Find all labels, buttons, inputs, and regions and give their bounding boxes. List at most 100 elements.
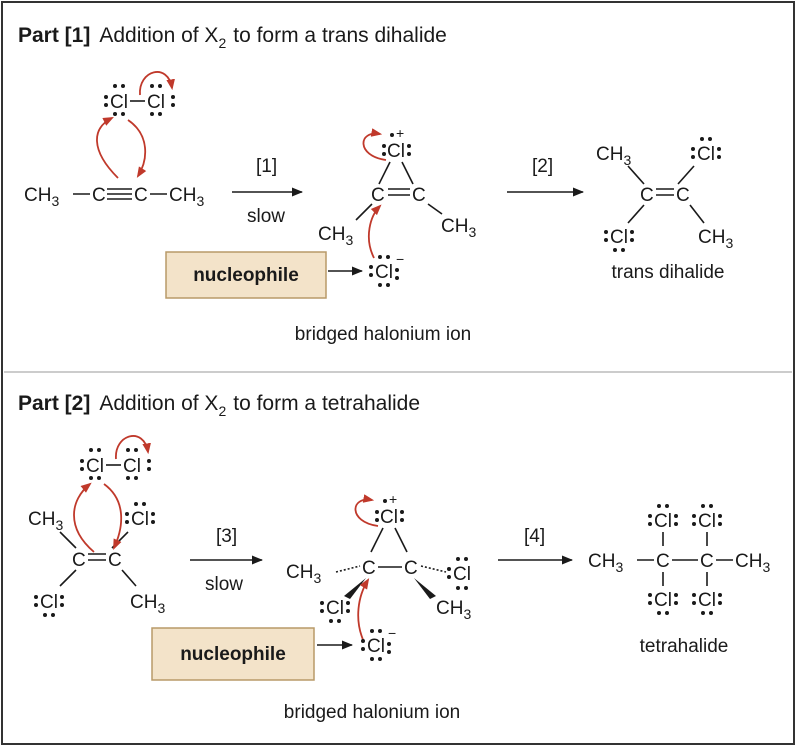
cl-atom-group: Cl [692,590,722,615]
carbon-atom: C [412,185,426,206]
part1-title: Part [1] Addition of X2 to form a trans di… [18,24,447,51]
svg-text:CH3: CH3 [436,598,471,622]
positive-charge: + [389,491,397,507]
methyl-group: CH [286,562,313,583]
methyl-group: CH [169,185,196,206]
cl-atom: Cl [654,590,672,611]
svg-text:CH3: CH3 [130,592,165,616]
carbon-atom: C [700,551,714,572]
part1-nucleophile-box [165,251,327,299]
cl-atom: Cl [697,144,715,165]
cl-atom: Cl [131,509,149,530]
cl-atom-group: Cl [34,592,64,617]
negative-charge: − [388,625,396,641]
curly-arrow [127,119,147,178]
curly-arrow [354,494,379,527]
svg-text:CH3: CH3 [318,224,353,248]
part2-title-number: Part [2] [18,392,90,415]
step1-label: [1] [256,156,277,177]
part1-trans-dihalide: CH3 Cl C C Cl CH3 [596,137,733,252]
cl-atom: Cl [86,456,104,477]
curly-arrow [362,128,387,161]
part1-title-subscript: 2 [218,35,226,51]
methyl-group: CH [698,227,725,248]
part2-dihalide-alkene: CH3 Cl C C Cl CH3 [28,502,165,617]
cl-atom-group: Cl [604,227,634,252]
cl-atom-group: Cl [648,590,678,615]
cl-atom: Cl [147,92,165,113]
part1-title-rest: to form a trans dihalide [233,24,447,47]
svg-text:CH3: CH3 [596,144,631,168]
carbon-atom: C [92,185,106,206]
carbon-atom: C [72,550,86,571]
cl-atom: Cl [453,564,471,585]
curly-arrow [96,117,119,179]
cl-atom: Cl [387,141,405,162]
cl-atom: Cl [654,511,672,532]
positive-charge: + [396,125,404,141]
part1-halonium-ion: Cl + C C CH3 CH3 [318,125,476,248]
curly-arrow [139,71,175,96]
step4-label: [4] [524,526,545,547]
carbon-atom: C [640,185,654,206]
part2-title-text: Addition of X [99,392,218,415]
part1-butyne: CH3 C C CH3 [24,185,204,209]
curly-arrow [73,482,95,553]
step3-label: [3] [216,526,237,547]
part1-title-number: Part [1] [18,24,90,47]
negative-charge: − [396,251,404,267]
cl-atom-group: Cl [692,504,722,532]
part2-halonium-ion: Cl + C C CH3 Cl Cl CH3 [286,491,471,623]
part1-intermediate-label: bridged halonium ion [295,324,471,345]
part2-intermediate-label: bridged halonium ion [284,702,460,723]
part2-nucleophile-box [151,627,315,681]
part2-title-subscript: 2 [218,403,226,419]
svg-text:CH3: CH3 [286,562,321,586]
step2-label: [2] [532,156,553,177]
part1-product-label: trans dihalide [611,262,724,283]
carbon-atom: C [676,185,690,206]
part1-title-text: Addition of X [99,24,218,47]
step3-condition: slow [205,574,243,595]
carbon-atom: C [134,185,148,206]
svg-text:CH3: CH3 [735,551,770,575]
svg-text:CH3: CH3 [24,185,59,209]
cl-atom-group: Cl [691,137,721,165]
cl-atom: Cl [698,511,716,532]
cl-atom: Cl [698,590,716,611]
svg-text:CH3: CH3 [169,185,204,209]
curly-arrow [115,435,151,460]
svg-text:CH3: CH3 [28,509,63,533]
methyl-group: CH [318,224,345,245]
svg-text:CH3: CH3 [441,216,476,240]
svg-text:CH3: CH3 [588,551,623,575]
step1-condition: slow [247,206,285,227]
methyl-group: CH [596,144,623,165]
curly-arrow [103,483,123,550]
part2-product-label: tetrahalide [640,636,729,657]
cl-atom: Cl [610,227,628,248]
part2-chloride-ion: Cl − [361,625,396,661]
carbon-atom: C [371,185,385,206]
cl-atom: Cl [367,636,385,657]
methyl-group: CH [588,551,615,572]
cl-atom: Cl [40,592,58,613]
methyl-group: CH [436,598,463,619]
methyl-group: CH [130,592,157,613]
carbon-atom: C [362,558,376,579]
part1-nucleophile-label: nucleophile [193,265,299,286]
part1-cl2-molecule: Cl Cl [104,84,175,116]
curly-arrow [367,204,382,259]
cl-atom: Cl [380,507,398,528]
curly-arrow [357,578,370,643]
part2-tetrahalide: CH3 C C CH3 Cl Cl Cl Cl [588,504,770,615]
cl-atom-group: Cl [320,598,350,623]
cl-atom: Cl [326,598,344,619]
cl-atom-group: Cl [447,557,471,590]
